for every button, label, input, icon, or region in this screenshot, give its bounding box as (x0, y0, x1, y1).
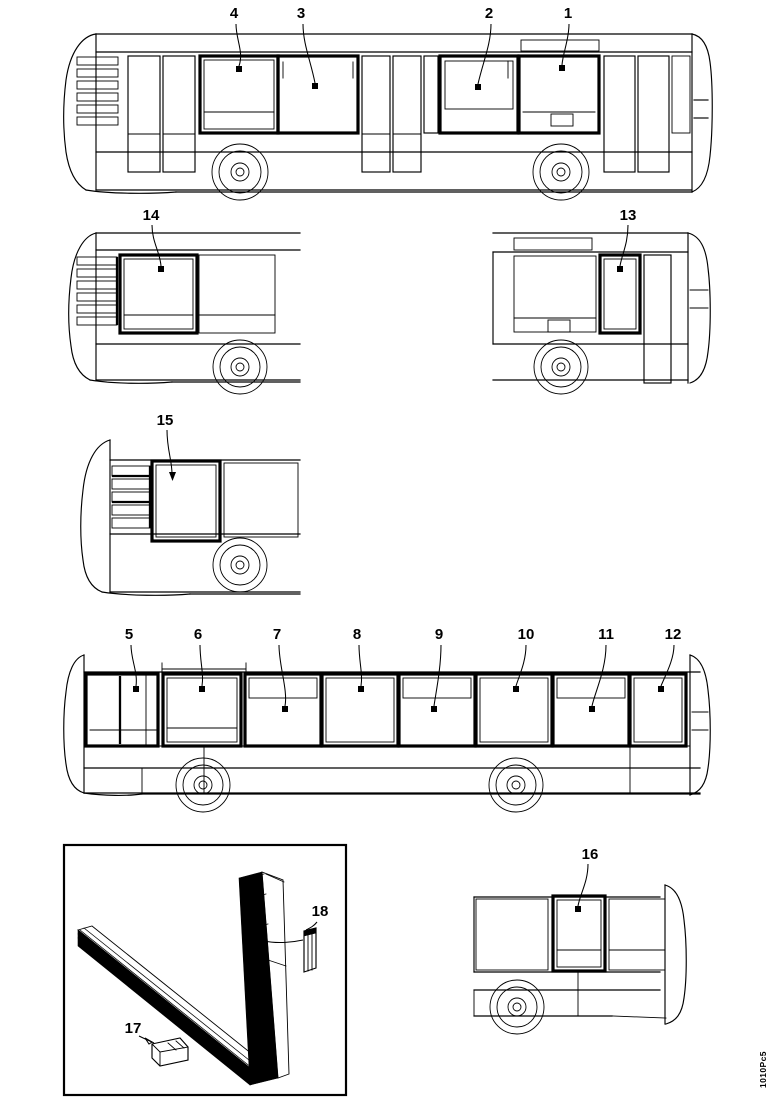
callout-label-8: 8 (353, 626, 361, 643)
front-louver-grille-3 (111, 465, 152, 529)
catalog-code-text: 1010Pc5 (758, 1051, 768, 1088)
window-8 (320, 672, 400, 748)
window-2 (438, 54, 520, 135)
view-bottom-right-view (473, 863, 687, 1035)
window-12 (628, 672, 688, 748)
callout-label-4: 4 (230, 5, 239, 22)
seal-vertical-member (238, 871, 290, 1086)
wheel-mid-left-view (212, 339, 268, 395)
window-13 (598, 253, 642, 335)
callout-label-14: 14 (143, 207, 160, 224)
wheel-rear-bottom-view (488, 757, 544, 813)
callout-label-9: 9 (435, 626, 443, 643)
callout-label-11: 11 (598, 626, 614, 643)
callout-label-2: 2 (485, 5, 493, 22)
callout-label-3: 3 (297, 5, 305, 22)
wheel-rear-top-view (532, 143, 590, 201)
view-seal-detail-inset (62, 843, 348, 1097)
view-third-row-view (80, 429, 301, 596)
view-mid-right-view (492, 224, 711, 395)
seal-horizontal-member (77, 925, 263, 1086)
callout-label-13: 13 (620, 207, 637, 224)
clip-part-18 (303, 927, 317, 973)
view-top-side-view (63, 23, 713, 201)
window-1 (517, 54, 601, 135)
view-mid-left-view (68, 224, 301, 395)
callout-label-10: 10 (518, 626, 535, 643)
window-10 (474, 672, 554, 748)
view-bottom-side-view (63, 644, 711, 813)
front-louver-grille-2 (76, 256, 119, 326)
wheel-third-row-view (212, 537, 268, 593)
wheel-bottom-right-view (489, 979, 545, 1035)
wheel-front-top-view (211, 143, 269, 201)
window-3 (276, 54, 360, 135)
callout-label-12: 12 (665, 626, 682, 643)
wheel-front-bottom-view (175, 757, 231, 813)
clip-part-17 (151, 1037, 189, 1067)
wheel-mid-right-view (533, 339, 589, 395)
front-louver-grille (76, 56, 119, 126)
callout-label-18: 18 (312, 903, 329, 920)
callout-label-5: 5 (125, 626, 133, 643)
window-15 (150, 459, 222, 543)
callout-labels: 4 3 2 1 14 13 15 5 6 7 8 9 10 11 12 18 1… (125, 5, 682, 1037)
callout-label-6: 6 (194, 626, 202, 643)
callout-label-16: 16 (582, 846, 599, 863)
window-5 (84, 672, 160, 748)
callout-label-1: 1 (564, 5, 572, 22)
callout-label-15: 15 (157, 412, 174, 429)
callout-label-7: 7 (273, 626, 281, 643)
callout-label-17: 17 (125, 1020, 142, 1037)
catalog-code: 1010Pc5 (758, 1051, 768, 1088)
